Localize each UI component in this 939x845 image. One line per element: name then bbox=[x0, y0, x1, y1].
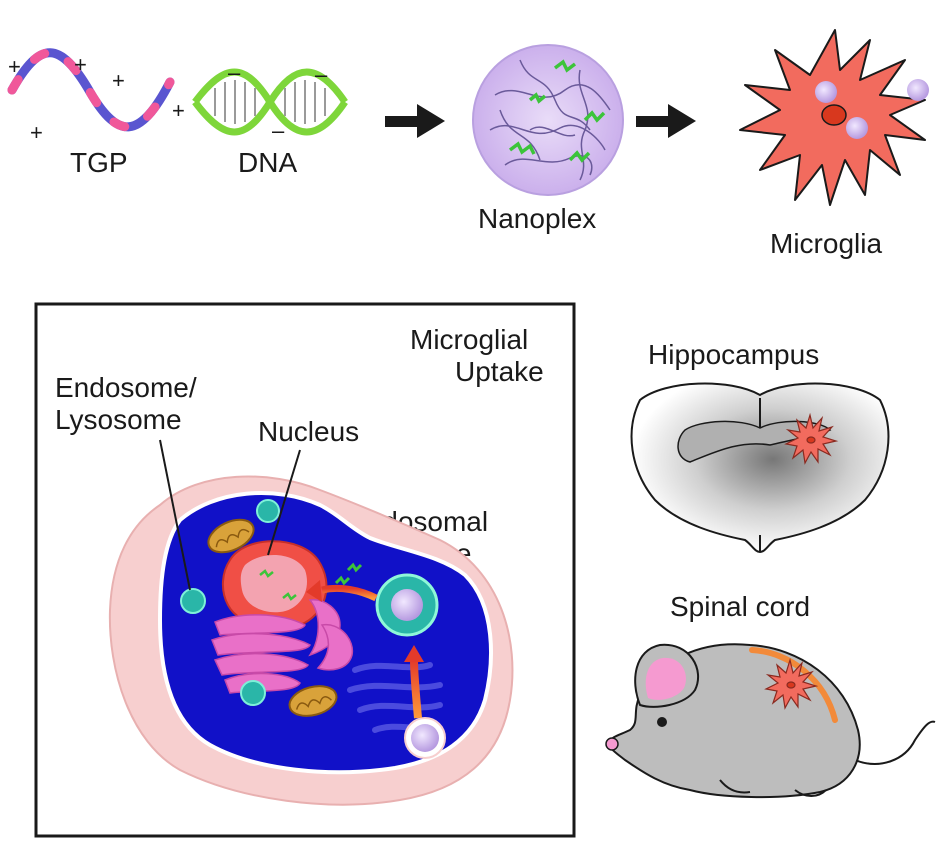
uptake-label-line1: Microglial bbox=[410, 324, 528, 355]
endosome-with-nanoplex bbox=[375, 573, 439, 637]
released-dna bbox=[334, 562, 363, 586]
negative-charge: – bbox=[272, 118, 285, 143]
microglia-cell bbox=[739, 29, 926, 206]
nanoplex-particle bbox=[404, 717, 446, 759]
nucleus-label: Nucleus bbox=[258, 416, 359, 447]
endosome-label-line1: Endosome/ bbox=[55, 372, 197, 403]
hippocampus-label: Hippocampus bbox=[648, 339, 819, 370]
right-arrow-icon bbox=[385, 104, 445, 138]
brain-section bbox=[630, 382, 890, 554]
endosome bbox=[180, 499, 280, 706]
microglia-cell bbox=[764, 657, 819, 710]
mitochondrion bbox=[207, 518, 255, 554]
uptake-label-line2: Uptake bbox=[455, 356, 544, 387]
positive-charge: + bbox=[8, 54, 21, 79]
endosome-label-line2: Lysosome bbox=[55, 404, 182, 435]
dna-helix: – – – bbox=[192, 60, 348, 143]
mitochondrion bbox=[288, 685, 338, 717]
right-arrow-icon bbox=[636, 104, 696, 138]
endoplasmic-reticulum bbox=[347, 662, 443, 733]
microglia-cell bbox=[784, 412, 839, 465]
endocytosis-arrow bbox=[404, 645, 424, 719]
spinal-cord-label: Spinal cord bbox=[670, 591, 810, 622]
mouse bbox=[605, 643, 936, 799]
positive-charge: + bbox=[30, 120, 43, 145]
tgp-polymer: + + + + + bbox=[7, 48, 185, 145]
negative-charge: – bbox=[228, 60, 241, 85]
endosomal-escape-arrow bbox=[306, 580, 378, 602]
nanoplex-particle bbox=[472, 44, 624, 196]
spinal-cord bbox=[749, 647, 838, 723]
nanoplex-particle bbox=[815, 79, 929, 139]
nanoplex-label: Nanoplex bbox=[478, 203, 596, 234]
nucleus bbox=[222, 540, 328, 630]
positive-charge: + bbox=[112, 68, 125, 93]
positive-charge: + bbox=[172, 98, 185, 123]
positive-charge: + bbox=[74, 52, 87, 77]
golgi-apparatus bbox=[211, 599, 354, 694]
endosome-leader-line bbox=[159, 439, 191, 591]
tgp-label: TGP bbox=[70, 147, 128, 178]
microglia-label: Microglia bbox=[770, 228, 882, 259]
negative-charge: – bbox=[315, 62, 328, 87]
nucleus-leader-line bbox=[267, 449, 301, 556]
mouse-tail bbox=[854, 720, 936, 765]
dna-label: DNA bbox=[238, 147, 297, 178]
